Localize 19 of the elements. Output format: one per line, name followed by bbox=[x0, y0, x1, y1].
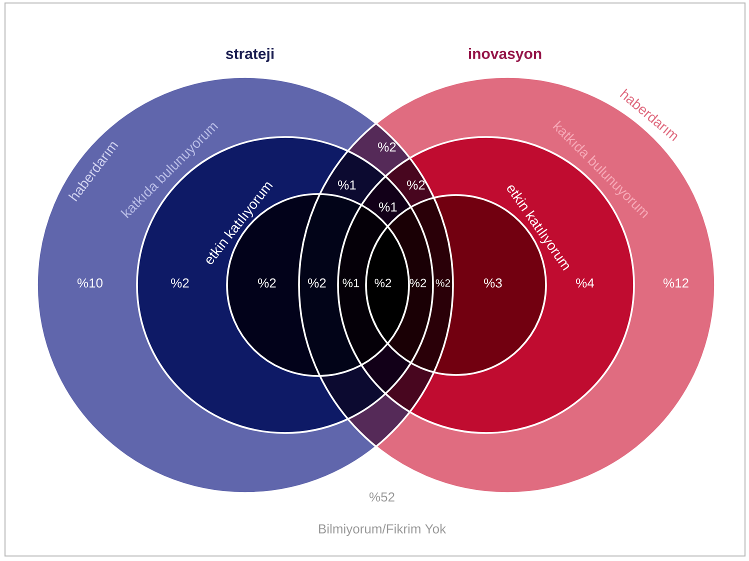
percent-label: %2 bbox=[374, 278, 392, 288]
percent-label: %4 bbox=[576, 278, 594, 288]
percent-label: %10 bbox=[77, 278, 102, 288]
note-text: %52 bbox=[369, 492, 394, 502]
percent-label: %1 bbox=[379, 202, 397, 212]
percent-label: %2 bbox=[171, 278, 189, 288]
set-title: inovasyon bbox=[468, 48, 542, 62]
note-text: Bilmiyorum/Fikrim Yok bbox=[319, 524, 446, 536]
percent-label: %2 bbox=[410, 278, 426, 288]
percent-label: %2 bbox=[436, 279, 450, 287]
percent-label: %2 bbox=[258, 278, 276, 288]
percent-label: %3 bbox=[484, 278, 502, 288]
set-title: strateji bbox=[226, 48, 274, 62]
percent-label: %2 bbox=[308, 278, 326, 288]
percent-label: %1 bbox=[338, 180, 356, 190]
percent-label: %1 bbox=[342, 278, 360, 288]
percent-label: %2 bbox=[407, 180, 425, 190]
percent-label: %12 bbox=[663, 278, 688, 288]
percent-label: %2 bbox=[378, 142, 396, 152]
